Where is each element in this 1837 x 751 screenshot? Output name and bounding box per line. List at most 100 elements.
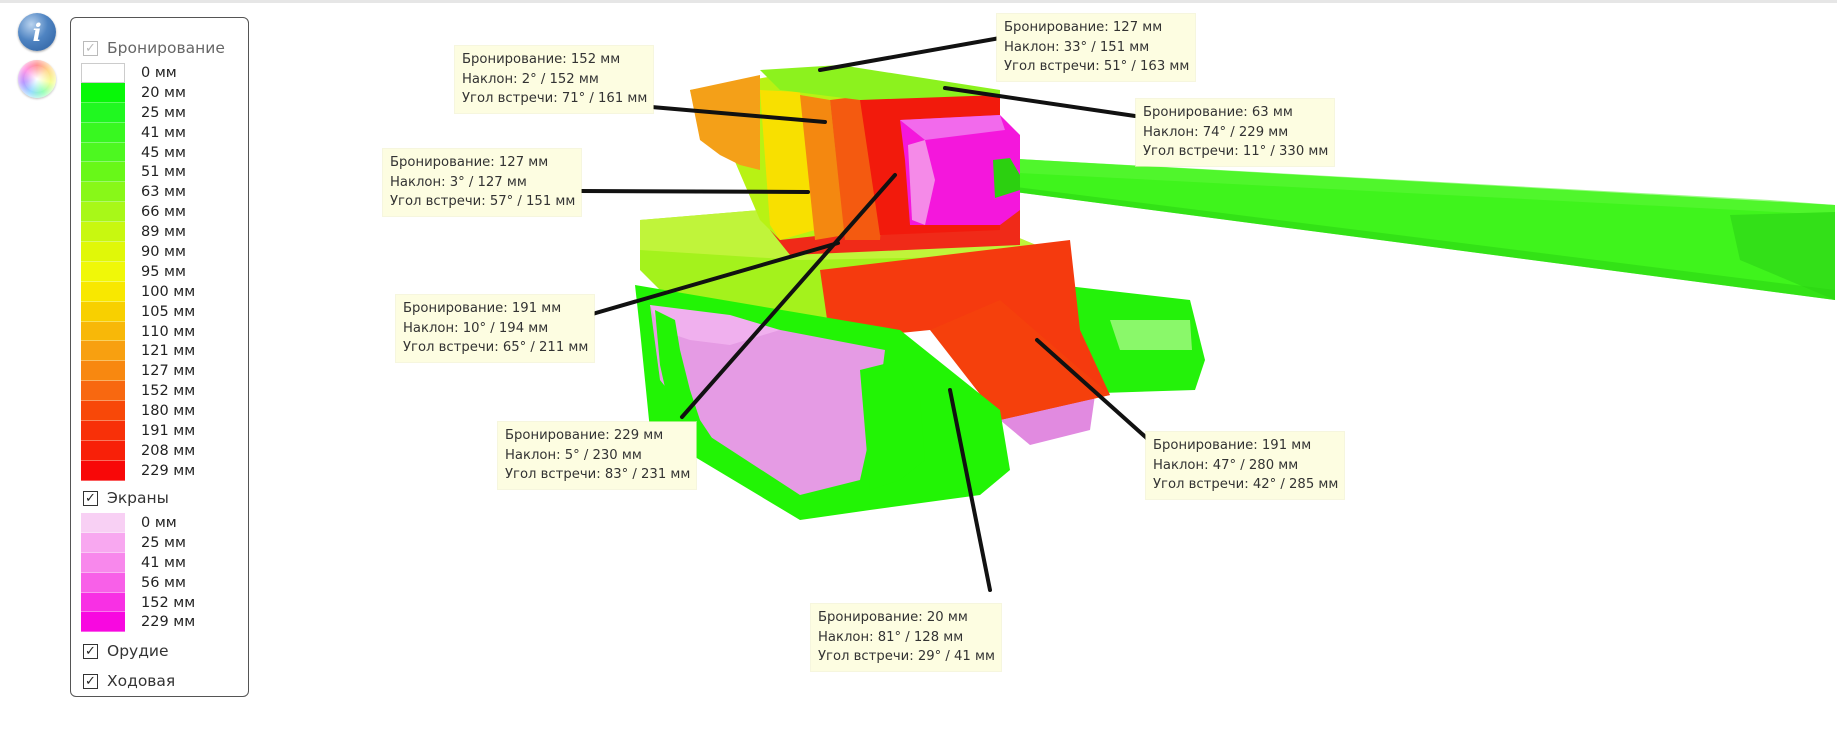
callout-slope: Наклон: 47° / 280 мм [1153,457,1299,473]
color-swatch [81,301,125,322]
gun-toggle[interactable]: ✓ Орудие [83,640,169,662]
color-swatch [81,142,125,163]
callout-angle: Угол встречи: 51° / 163 мм [1004,59,1190,74]
legend-value: 25 мм [141,104,186,121]
armor-callout: Бронирование: 63 мм Наклон: 74° / 229 мм… [1136,99,1335,166]
armor-callout: Бронирование: 152 мм Наклон: 2° / 152 мм… [455,46,654,113]
legend-row: 229 мм [81,612,196,633]
color-swatch [81,612,125,633]
legend-row: 0 мм [81,63,195,83]
callout-armor: Бронирование: 152 мм [462,52,621,67]
info-button[interactable]: i [18,13,56,51]
callout-angle: Угол встречи: 65° / 211 мм [403,340,589,355]
callout-slope: Наклон: 33° / 151 мм [1004,39,1150,55]
legend-row: 66 мм [81,202,195,223]
color-swatch [81,381,125,402]
legend-row: 152 мм [81,592,196,613]
legend-row: 45 мм [81,142,195,163]
color-swatch [81,440,125,461]
legend-value: 229 мм [141,614,196,631]
callout-slope: Наклон: 81° / 128 мм [818,629,964,645]
color-swatch [81,261,125,282]
legend-row: 90 мм [81,242,195,262]
legend-value: 90 мм [141,243,186,260]
legend-row: 127 мм [81,361,195,382]
color-swatch [81,281,125,302]
color-swatch [81,222,125,243]
color-swatch [81,162,125,183]
armor-checkbox[interactable]: ✓ [83,40,98,56]
legend-value: 110 мм [141,323,196,340]
legend-row: 121 мм [81,341,196,362]
callout-angle: Угол встречи: 57° / 151 мм [390,194,576,209]
legend-value: 0 мм [141,514,177,531]
legend-value: 63 мм [141,184,186,201]
callout-angle: Угол встречи: 83° / 231 мм [505,467,691,482]
legend-row: 20 мм [81,82,195,103]
legend-row: 191 мм [81,421,195,441]
chassis-checkbox[interactable]: ✓ [83,673,98,689]
screens-toggle-label: Экраны [107,489,169,507]
legend-value: 208 мм [141,442,196,459]
color-swatch [81,63,125,83]
legend-value: 152 мм [141,383,196,400]
legend-value: 25 мм [141,534,186,551]
legend-row: 41 мм [81,552,195,573]
legend-value: 41 мм [141,124,186,141]
armor-callout: Бронирование: 20 мм Наклон: 81° / 128 мм… [811,604,1001,671]
legend-value: 56 мм [141,574,186,591]
leader-line [680,173,897,419]
color-swatch [81,421,125,441]
legend-row: 95 мм [81,261,195,282]
color-swatch [81,321,125,342]
gun-barrel [1000,158,1835,300]
legend-row: 229 мм [81,460,195,481]
legend-row: 180 мм [81,401,195,422]
color-swatch [81,460,125,481]
callout-slope: Наклон: 3° / 127 мм [390,174,527,190]
color-swatch [81,532,125,553]
armor-callout: Бронирование: 229 мм Наклон: 5° / 230 мм… [498,422,697,489]
callout-slope: Наклон: 2° / 152 мм [462,71,599,87]
color-swatch [81,572,125,593]
callout-leaders [578,36,1152,592]
leader-line [948,388,992,592]
callout-armor: Бронирование: 63 мм [1143,105,1293,120]
legend-row: 63 мм [81,182,195,203]
legend-value: 66 мм [141,204,186,221]
color-swatch [81,242,125,262]
legend-value: 20 мм [141,84,186,101]
legend-value: 0 мм [141,64,177,81]
screens-toggle[interactable]: ✓ Экраны [83,487,169,509]
chassis-toggle-label: Ходовая [107,672,176,690]
armor-callout: Бронирование: 127 мм Наклон: 33° / 151 м… [997,14,1196,81]
legend-value: 121 мм [141,343,196,360]
armor-toggle[interactable]: ✓ Бронирование [83,37,225,59]
armor-callout: Бронирование: 191 мм Наклон: 47° / 280 м… [1146,432,1345,499]
callout-slope: Наклон: 5° / 230 мм [505,447,642,463]
legend-value: 45 мм [141,144,186,161]
legend-row: 41 мм [81,122,195,143]
callout-angle: Угол встречи: 71° / 161 мм [462,91,648,106]
legend-row: 89 мм [81,222,195,243]
legend-row: 51 мм [81,162,195,183]
legend-value: 95 мм [141,263,186,280]
track-front [635,285,1010,520]
leader-line [943,86,1137,118]
legend-row: 208 мм [81,440,196,461]
top-divider [0,0,1837,3]
color-scheme-button[interactable] [18,60,56,98]
legend-row: 110 мм [81,321,196,342]
gun-checkbox[interactable]: ✓ [83,643,98,659]
color-swatch [81,552,125,573]
leader-line [638,104,827,124]
legend-row: 25 мм [81,532,195,553]
legend-value: 152 мм [141,594,196,611]
legend-row: 152 мм [81,381,196,402]
chassis-toggle[interactable]: ✓ Ходовая [83,670,175,692]
color-swatch [81,122,125,143]
screens-checkbox[interactable]: ✓ [83,490,98,506]
callout-armor: Бронирование: 20 мм [818,610,968,625]
